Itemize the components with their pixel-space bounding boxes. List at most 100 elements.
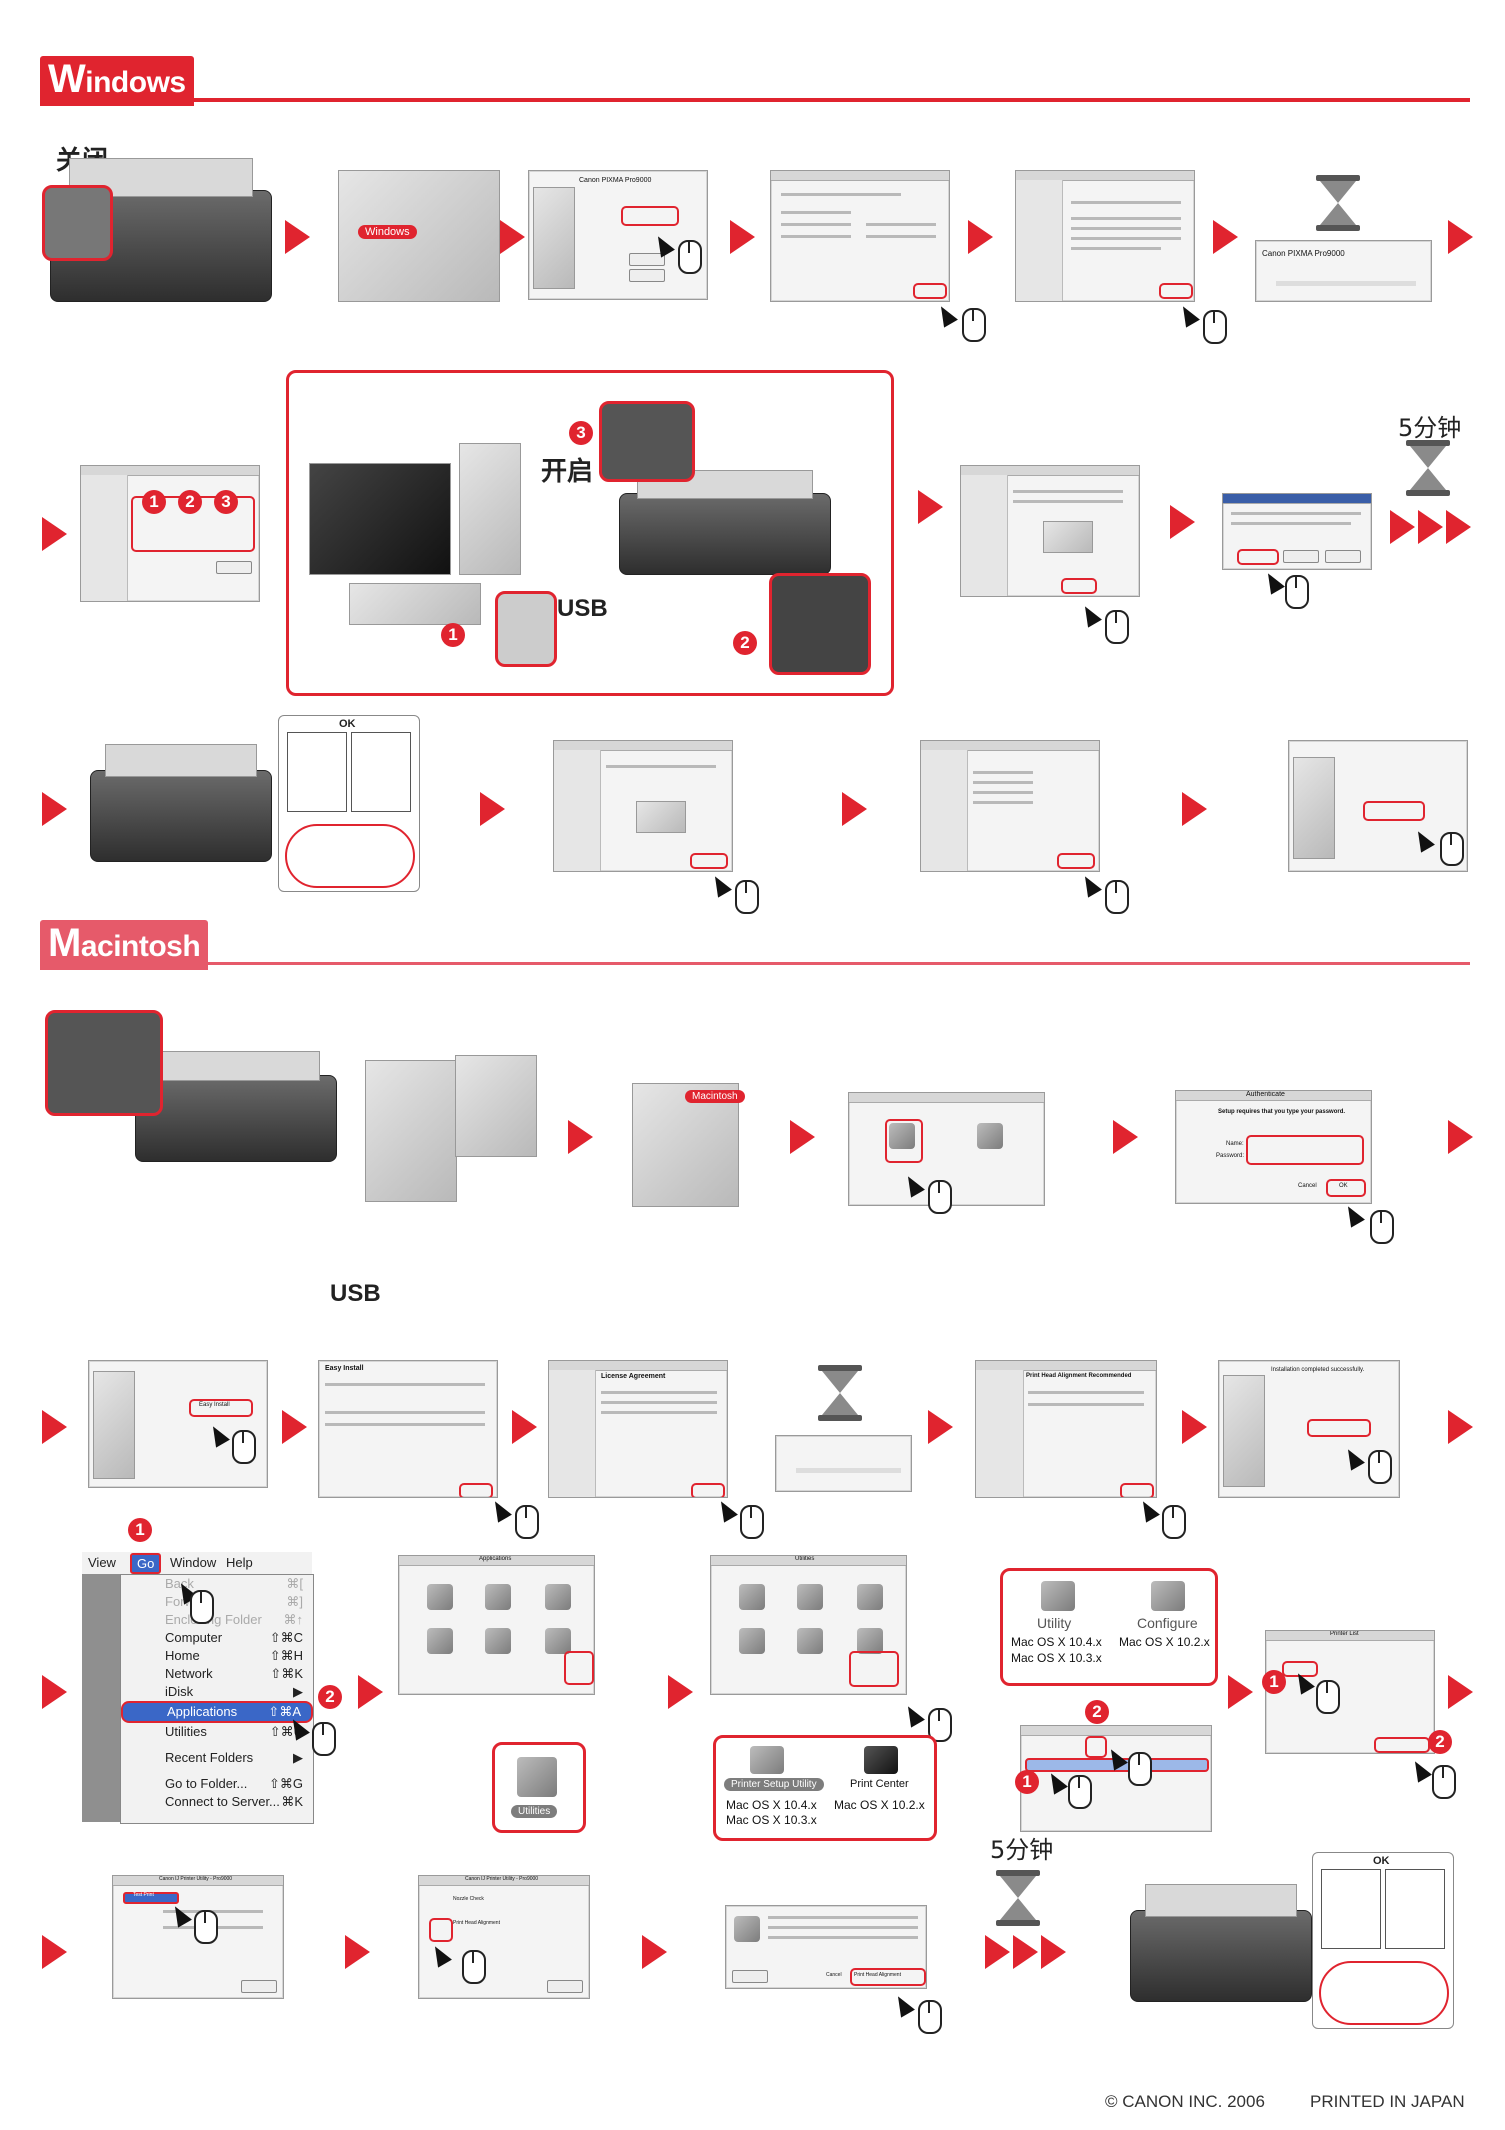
step-arrow [285, 220, 310, 254]
print-check-pattern-screen [553, 740, 733, 872]
step-number-3: 3 [214, 490, 238, 514]
cursor-icon [1136, 1497, 1160, 1523]
step-arrow [358, 1675, 383, 1709]
macintosh-section-rule [40, 962, 1470, 965]
finder-menubar: View Go Window Help [82, 1552, 312, 1575]
menu-item-applications[interactable]: Applications⇧⌘A [121, 1701, 313, 1723]
menu-window[interactable]: Window [170, 1555, 217, 1570]
ok-label: OK [339, 718, 356, 730]
printer-alignment-print-illustration [1130, 1884, 1312, 2002]
mouse-icon [1128, 1752, 1152, 1786]
step-arrow [1448, 1410, 1473, 1444]
usb-printer-closeup [769, 573, 871, 675]
power-step-number: 3 [569, 421, 593, 445]
utilities-window: Utilities [710, 1555, 907, 1695]
applications-window: Applications [398, 1555, 595, 1695]
installer-start-screen: Canon PIXMA Pro9000 [528, 170, 708, 300]
mac-cd-window [848, 1092, 1045, 1206]
step-arrow [790, 1120, 815, 1154]
step-arrow [345, 1935, 370, 1969]
mac-easy-install-screen: Easy Install [318, 1360, 498, 1498]
menu-help[interactable]: Help [226, 1555, 253, 1570]
menu-item-recent-folders[interactable]: Recent Folders▶ [165, 1750, 303, 1765]
auth-ok-button[interactable]: OK [1339, 1183, 1348, 1189]
menu-go[interactable]: Go [130, 1553, 162, 1574]
step-arrow [42, 517, 67, 551]
mouse-icon [1105, 880, 1129, 914]
utilities-folder-label: Utilities [511, 1805, 558, 1818]
step-arrow [1213, 220, 1238, 254]
printer-test-print-illustration [90, 744, 272, 862]
finder-side-panel [82, 1574, 120, 1822]
step-arrow [1182, 792, 1207, 826]
connection-callout: 开启 3 USB 1 2 [286, 370, 894, 696]
nozzle-check-sample: OK [278, 715, 420, 892]
install-finished-screen [1288, 740, 1468, 872]
printer-setup-utility-icon [750, 1746, 784, 1774]
cursor-icon [1261, 569, 1285, 595]
step-arrow [668, 1675, 693, 1709]
mac-tower-illustration [365, 1060, 457, 1202]
menu-item-computer[interactable]: Computer⇧⌘C [165, 1630, 303, 1645]
printer-list-small [1020, 1725, 1212, 1832]
step-arrow [1228, 1675, 1253, 1709]
mouse-icon [928, 1180, 952, 1214]
power-on-label: 开启 [541, 457, 594, 487]
step-arrow [1448, 220, 1473, 254]
mouse-icon [1316, 1680, 1340, 1714]
easy-install-button[interactable]: Easy Install [199, 1402, 230, 1408]
auth-cancel-button[interactable]: Cancel [1298, 1183, 1317, 1189]
menu-item-utilities[interactable]: Utilities⇧⌘U [165, 1724, 303, 1739]
menu-item-home[interactable]: Home⇧⌘H [165, 1648, 303, 1663]
mouse-icon [1285, 575, 1309, 609]
mac-version-10-2: Mac OS X 10.2.x [1119, 1635, 1210, 1649]
usb-step-number-1: 1 [441, 623, 465, 647]
alignment-cancel-button[interactable]: Cancel [826, 1972, 842, 1978]
mouse-icon [1440, 832, 1464, 866]
step-arrow [1041, 1935, 1066, 1969]
cursor-icon [1408, 1757, 1432, 1783]
ij-utility-alignment: Canon IJ Printer Utility - Pro9000 Nozzl… [418, 1875, 590, 1999]
hourglass-icon [1316, 175, 1360, 231]
auth-name-label: Name: [1226, 1141, 1244, 1147]
mac-version-10-3: Mac OS X 10.3.x [726, 1813, 817, 1827]
mouse-icon [1368, 1450, 1392, 1484]
menu-item-connect-to-server[interactable]: Connect to Server...⌘K [165, 1794, 303, 1809]
alignment-start-button[interactable]: Print Head Alignment [854, 1972, 901, 1978]
menu-item-idisk[interactable]: iDisk▶ [165, 1684, 303, 1699]
step-arrow [42, 792, 67, 826]
windows-section-tab: Windows [40, 56, 194, 106]
mouse-icon [1370, 1210, 1394, 1244]
step-arrow [842, 792, 867, 826]
printer-setup-utility-label: Printer Setup Utility [724, 1778, 824, 1791]
step-arrow [282, 1410, 307, 1444]
cursor-icon [901, 1702, 925, 1728]
mac-usb-label: USB [330, 1280, 381, 1307]
ij-utility-window-title: Canon IJ Printer Utility - Pro9000 [159, 1876, 233, 1882]
printer-illustration [619, 470, 831, 575]
mac-wait-time-label: 5分钟 [990, 1836, 1054, 1864]
step-arrow [1418, 510, 1443, 544]
usb-label: USB [557, 595, 608, 622]
mouse-icon [190, 1590, 214, 1624]
menu-view[interactable]: View [88, 1555, 116, 1570]
configure-label: Configure [1137, 1615, 1198, 1631]
mac-license-screen: License Agreement [548, 1360, 728, 1498]
menu-item-enclosing-folder[interactable]: Enclosing Folder⌘↑ [165, 1612, 303, 1627]
printer-list-title: Printer List [1330, 1631, 1359, 1637]
menu-item-forward[interactable]: Forward⌘] [165, 1594, 303, 1609]
menu-item-back[interactable]: Back⌘[ [165, 1576, 303, 1591]
step-arrow [500, 220, 525, 254]
print-head-alignment-label: Print Head Alignment [453, 1920, 500, 1926]
menu-item-go-to-folder[interactable]: Go to Folder...⇧⌘G [165, 1776, 303, 1791]
mouse-icon [1162, 1505, 1186, 1539]
macintosh-section-tab: Macintosh [40, 920, 209, 970]
step-arrow [1446, 510, 1471, 544]
step-arrow [985, 1935, 1010, 1969]
step-arrow [568, 1120, 593, 1154]
install-options-screen [770, 170, 950, 302]
hourglass-icon [996, 1870, 1040, 1926]
menu-item-network[interactable]: Network⇧⌘K [165, 1666, 303, 1681]
step-arrow [1448, 1675, 1473, 1709]
configure-icon [1151, 1581, 1185, 1611]
